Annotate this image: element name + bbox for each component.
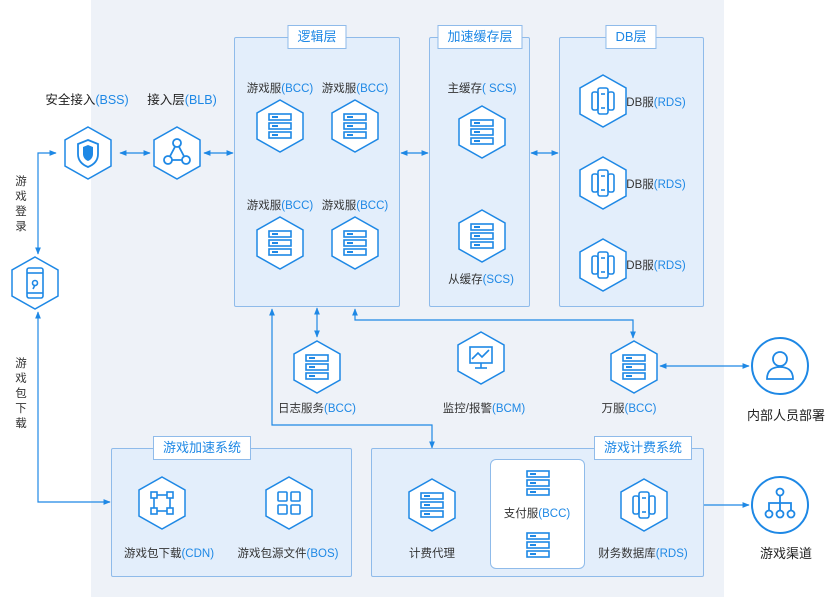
org-tree-icon [764, 487, 796, 519]
server-icon [622, 354, 646, 380]
logic-layer-panel [234, 37, 400, 307]
billing-proxy-label: 计费代理 [409, 548, 455, 560]
server-icon [420, 492, 444, 518]
game-server-label: 游戏服(BCC) [246, 83, 314, 95]
network-icon [163, 138, 191, 165]
blb-node[interactable] [151, 125, 203, 181]
accel-system-title: 游戏加速系统 [152, 436, 252, 460]
log-service-label: 日志服务(BCC) [278, 403, 356, 415]
database-icon [632, 491, 656, 519]
game-server-label: 游戏服(BCC) [321, 83, 389, 95]
server-icon [343, 230, 367, 256]
monitor-label: 监控/报警(BCM) [442, 403, 526, 415]
slave-cache-label: 从缓存(SCS) [448, 274, 514, 286]
bos-node[interactable] [263, 475, 315, 531]
channel-node[interactable] [751, 476, 809, 534]
db-server-label: DB服(RDS) [626, 97, 686, 109]
phone-node[interactable] [9, 255, 61, 311]
server-icon [268, 113, 292, 139]
database-icon [591, 169, 615, 197]
database-icon [591, 251, 615, 279]
cache-layer-panel [429, 37, 530, 307]
bss-node[interactable] [62, 125, 114, 181]
game-server-label: 游戏服(BCC) [246, 200, 314, 212]
finance-db-node[interactable] [618, 477, 670, 533]
server-icon [526, 532, 550, 558]
phone-icon [26, 267, 44, 299]
database-icon [591, 87, 615, 115]
bos-label: 游戏包源文件(BOS) [237, 548, 339, 560]
game-server-node[interactable] [254, 215, 306, 271]
server-icon [268, 230, 292, 256]
monitor-chart-icon [469, 346, 493, 369]
bss-label: 安全接入(BSS) [45, 93, 129, 107]
game-server-label: 游戏服(BCC) [321, 200, 389, 212]
channel-label: 游戏渠道 [759, 546, 813, 561]
download-side-label: 游戏包下载 [15, 358, 27, 430]
server-icon [343, 113, 367, 139]
staff-node[interactable] [751, 337, 809, 395]
staff-label: 内部人员部署 [746, 408, 826, 423]
game-server-node[interactable] [254, 98, 306, 154]
db-layer-title: DB层 [605, 25, 657, 49]
monitor-node[interactable] [455, 330, 507, 386]
db-server-node[interactable] [577, 237, 629, 293]
wan-server-label: 万服(BCC) [601, 403, 657, 415]
master-cache-node[interactable] [456, 104, 508, 160]
wan-server-node[interactable] [608, 339, 660, 395]
server-icon [470, 119, 494, 145]
grid-icon [277, 491, 301, 515]
server-icon [470, 223, 494, 249]
master-cache-label: 主缓存( SCS) [447, 83, 517, 95]
login-side-label: 游戏登录 [15, 176, 27, 233]
cache-layer-title: 加速缓存层 [437, 25, 523, 49]
db-server-label: DB服(RDS) [626, 260, 686, 272]
server-icon [526, 470, 550, 496]
logic-layer-title: 逻辑层 [287, 25, 347, 49]
shield-icon [77, 139, 99, 168]
pay-server-label: 支付服(BCC) [503, 508, 571, 520]
cdn-label: 游戏包下载(CDN) [123, 548, 215, 560]
db-server-node[interactable] [577, 73, 629, 129]
db-server-node[interactable] [577, 155, 629, 211]
log-service-node[interactable] [291, 339, 343, 395]
slave-cache-node[interactable] [456, 208, 508, 264]
user-icon [766, 351, 794, 380]
db-server-label: DB服(RDS) [626, 179, 686, 191]
finance-db-label: 财务数据库(RDS) [598, 548, 688, 560]
blb-label: 接入层(BLB) [147, 93, 217, 107]
nodes-icon [150, 491, 174, 515]
server-icon [305, 354, 329, 380]
game-server-node[interactable] [329, 98, 381, 154]
game-server-node[interactable] [329, 215, 381, 271]
billing-system-title: 游戏计费系统 [593, 436, 693, 460]
cdn-node[interactable] [136, 475, 188, 531]
billing-proxy-node[interactable] [406, 477, 458, 533]
